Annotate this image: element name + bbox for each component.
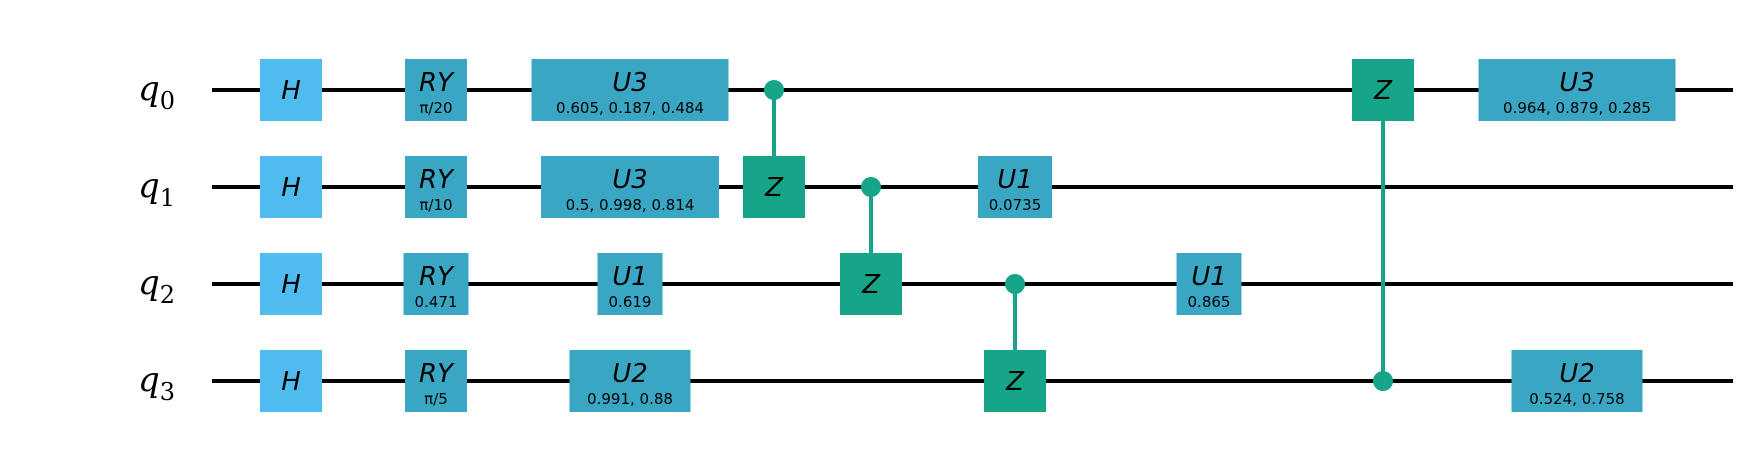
gate-box — [978, 156, 1052, 218]
gate-label: Z — [764, 173, 784, 203]
control-dot — [764, 80, 784, 100]
qubit-index: 1 — [160, 184, 175, 212]
gate-label: H — [281, 270, 301, 300]
gate-label: U2 — [1559, 359, 1595, 389]
gate-parameter: 0.865 — [1188, 293, 1231, 311]
gate-label: RY — [419, 165, 455, 195]
qubit-label-1: q1 — [138, 166, 175, 212]
gate-box — [541, 156, 719, 218]
z-gate-box — [1352, 59, 1414, 121]
qubit-letter: q — [138, 360, 160, 400]
gate-parameter: 0.964, 0.879, 0.285 — [1503, 99, 1651, 117]
gate-u1-15: U10.0735 — [978, 156, 1052, 218]
qubit-wires — [212, 88, 1733, 383]
gate-parameter: 0.5, 0.998, 0.814 — [566, 196, 695, 214]
gate-parameter: π/10 — [419, 196, 452, 214]
gate-parameter: 0.605, 0.187, 0.484 — [556, 99, 704, 117]
gate-box — [1478, 59, 1676, 121]
qubit-letter: q — [138, 166, 160, 206]
z-gate-box — [984, 350, 1046, 412]
gate-box — [1176, 253, 1242, 315]
gate-label: U2 — [612, 359, 648, 389]
qubit-index: 3 — [160, 378, 175, 406]
qubit-index: 0 — [160, 87, 175, 115]
gate-parameter: 0.524, 0.758 — [1529, 390, 1624, 408]
cz-gate-13: Z — [840, 177, 902, 315]
gate-u2-19: U20.524, 0.758 — [1511, 350, 1643, 412]
qubit-label-3: q3 — [138, 360, 175, 406]
gate-u1-10: U10.619 — [597, 253, 663, 315]
gate-ry-6: RY0.471 — [403, 253, 469, 315]
gate-h-2: H — [260, 253, 322, 315]
gate-u3-18: U30.964, 0.879, 0.285 — [1478, 59, 1676, 121]
gate-parameter: 0.471 — [415, 293, 458, 311]
qubit-label-2: q2 — [138, 263, 175, 309]
gate-label: U3 — [612, 165, 648, 195]
gate-u3-9: U30.5, 0.998, 0.814 — [541, 156, 719, 218]
gate-box — [531, 59, 729, 121]
gate-h-3: H — [260, 350, 322, 412]
gate-label: U3 — [1559, 68, 1595, 98]
gate-label: H — [281, 173, 301, 203]
gate-u1-16: U10.865 — [1176, 253, 1242, 315]
gate-u3-8: U30.605, 0.187, 0.484 — [531, 59, 729, 121]
control-dot — [861, 177, 881, 197]
gate-parameter: π/5 — [424, 390, 448, 408]
gate-box — [405, 350, 467, 412]
z-gate-box — [743, 156, 805, 218]
gate-u2-11: U20.991, 0.88 — [569, 350, 691, 412]
z-gate-box — [840, 253, 902, 315]
gate-h-0: H — [260, 59, 322, 121]
gate-ry-4: RYπ/20 — [405, 59, 467, 121]
qubit-letter: q — [138, 69, 160, 109]
gate-label: RY — [419, 68, 455, 98]
gate-box — [260, 350, 322, 412]
gate-box — [597, 253, 663, 315]
gate-label: RY — [419, 262, 455, 292]
cz-gate-17: Z — [1352, 59, 1414, 391]
gate-label: H — [281, 76, 301, 106]
gate-box — [260, 156, 322, 218]
gate-box — [260, 253, 322, 315]
qubit-index: 2 — [160, 281, 175, 309]
gate-label: U1 — [997, 165, 1033, 195]
cz-gate-14: Z — [984, 274, 1046, 412]
gate-h-1: H — [260, 156, 322, 218]
gate-label: U3 — [612, 68, 648, 98]
gate-box — [405, 156, 467, 218]
gate-label: Z — [1373, 76, 1393, 106]
control-dot — [1373, 371, 1393, 391]
gate-ry-7: RYπ/5 — [405, 350, 467, 412]
gate-label: RY — [419, 359, 455, 389]
gate-label: H — [281, 367, 301, 397]
gate-ry-5: RYπ/10 — [405, 156, 467, 218]
gate-parameter: 0.991, 0.88 — [587, 390, 673, 408]
gate-parameter: 0.619 — [609, 293, 652, 311]
gate-label: Z — [1005, 367, 1025, 397]
cz-gate-12: Z — [743, 80, 805, 218]
gate-box — [569, 350, 691, 412]
gate-label: U1 — [1191, 262, 1227, 292]
gate-parameter: 0.0735 — [989, 196, 1042, 214]
gate-label: Z — [861, 270, 881, 300]
gate-label: U1 — [612, 262, 648, 292]
gate-box — [260, 59, 322, 121]
gate-box — [405, 59, 467, 121]
gate-box — [1511, 350, 1643, 412]
control-dot — [1005, 274, 1025, 294]
gate-parameter: π/20 — [419, 99, 452, 117]
qubit-letter: q — [138, 263, 160, 303]
gate-box — [403, 253, 469, 315]
qubit-label-0: q0 — [138, 69, 175, 115]
